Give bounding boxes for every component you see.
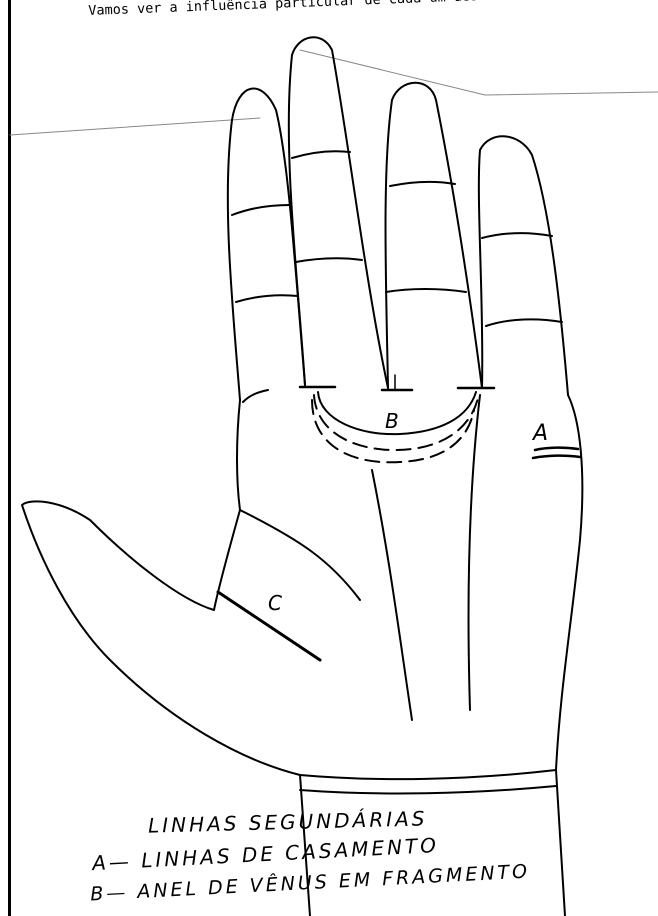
label-b: B bbox=[385, 409, 399, 433]
marriage-line-2 bbox=[533, 456, 580, 458]
label-a: A bbox=[531, 421, 548, 446]
index-finger-crease-1 bbox=[232, 205, 290, 215]
fate-line-left bbox=[372, 470, 412, 720]
palm-right-edge bbox=[556, 395, 582, 770]
page-fold-line-right bbox=[300, 50, 658, 95]
wrist-lower-line bbox=[300, 786, 556, 793]
little-finger-crease-1 bbox=[482, 233, 552, 238]
marriage-line-1 bbox=[535, 448, 578, 450]
ring-finger-crease-1 bbox=[390, 182, 455, 186]
little-finger-crease-2 bbox=[486, 319, 562, 326]
label-c: C bbox=[268, 591, 282, 615]
head-line bbox=[243, 390, 268, 402]
index-finger-crease-2 bbox=[236, 295, 298, 302]
thumb-outline bbox=[22, 501, 300, 775]
ring-finger-outline bbox=[386, 83, 483, 388]
palm-left-edge bbox=[237, 400, 240, 510]
middle-finger-crease-2 bbox=[296, 258, 362, 262]
thumb-base-line bbox=[240, 510, 360, 600]
fate-line-right bbox=[468, 395, 480, 710]
ring-finger-crease-2 bbox=[386, 289, 466, 292]
middle-finger-outline bbox=[289, 37, 388, 388]
wrist-right-edge bbox=[556, 770, 565, 916]
wrist-top-line bbox=[300, 770, 556, 779]
little-finger-outline bbox=[479, 136, 568, 395]
page-fold-line-left bbox=[10, 118, 260, 135]
middle-finger-crease-1 bbox=[292, 151, 350, 158]
